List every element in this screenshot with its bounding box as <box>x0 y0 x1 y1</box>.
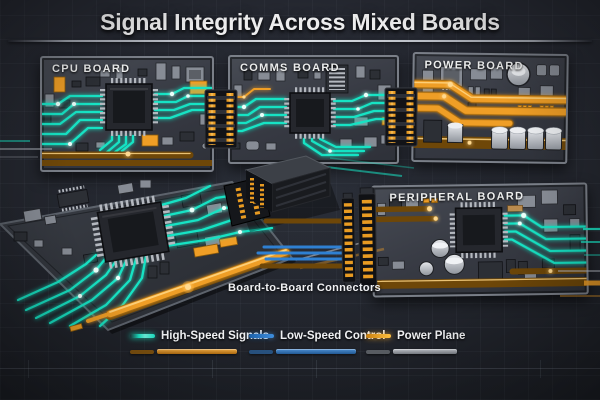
comms-board: COMMS BOARD <box>228 55 399 164</box>
legend-item-low-speed: Low-Speed Control <box>249 329 385 354</box>
power-plane-swatch <box>366 334 391 338</box>
power-board-art <box>413 62 567 151</box>
center-connector <box>223 155 340 232</box>
decorative-bars-blue <box>249 349 385 354</box>
cpu-board-label: CPU BOARD <box>52 63 131 75</box>
inter-board-traces <box>256 218 347 269</box>
grid-tick <box>316 360 317 378</box>
decorative-bars-gray <box>366 349 465 354</box>
power-board-label: POWER BOARD <box>424 59 524 73</box>
capacitor-bank <box>490 126 563 151</box>
peripheral-board-art <box>373 189 587 289</box>
decorative-bars-orange <box>130 349 269 354</box>
page-title: Signal Integrity Across Mixed Boards <box>100 9 500 35</box>
title-underline <box>8 40 592 42</box>
peripheral-board: PERIPHERAL BOARD <box>371 182 589 298</box>
power-board: POWER BOARD <box>411 51 569 165</box>
legend-item-power-plane: Power Plane <box>366 329 465 354</box>
high-speed-swatch <box>130 334 155 338</box>
grid-tick <box>28 360 29 378</box>
board-to-board-label: Board-to-Board Connectors <box>228 282 381 294</box>
low-speed-label: Low-Speed Control <box>280 330 386 342</box>
comms-board-label: COMMS BOARD <box>240 62 340 74</box>
high-speed-label: High-Speed Signals <box>161 330 269 342</box>
grid-tick <box>540 360 541 378</box>
cpu-board: CPU BOARD <box>40 56 214 172</box>
main-board-components <box>13 179 239 279</box>
grid-tick <box>212 360 213 378</box>
grid-line <box>0 368 600 369</box>
peripheral-board-label: PERIPHERAL BOARD <box>389 190 525 205</box>
low-speed-swatch <box>249 334 274 338</box>
main-chip <box>90 195 176 269</box>
legend-item-high-speed: High-Speed Signals <box>130 329 269 354</box>
power-plane-label: Power Plane <box>397 330 466 342</box>
main-board <box>0 179 385 334</box>
cpu-board-art <box>42 62 212 166</box>
